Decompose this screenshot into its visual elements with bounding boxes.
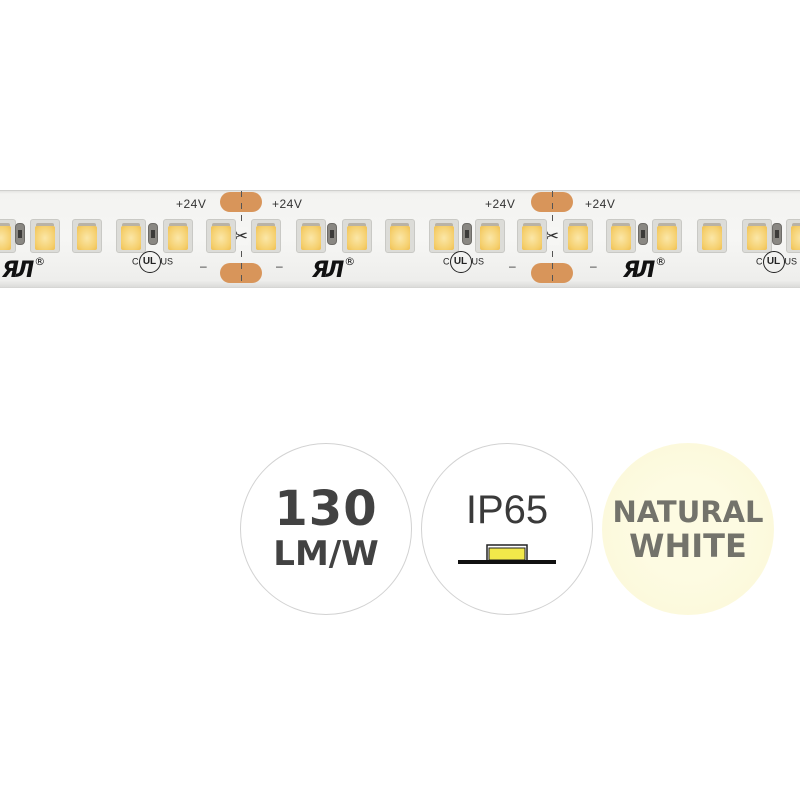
led-chip — [30, 219, 60, 253]
ip-rating-badge: IP65 — [421, 443, 593, 615]
voltage-label: +24V — [485, 197, 516, 211]
led-chip — [606, 219, 636, 253]
scissors-icon: ✂ — [233, 226, 249, 246]
led-chip — [786, 219, 800, 253]
led-chip — [652, 219, 682, 253]
led-chip — [697, 219, 727, 253]
led-chip — [429, 219, 459, 253]
efficacy-unit: LM/W — [273, 534, 379, 574]
led-strip-image: +24V +24V +24V +24V ✂ ✂ – – – – ЯЛ® ЯЛ® … — [0, 190, 800, 288]
color-temperature-badge: NATURAL WHITE — [602, 443, 774, 615]
led-chip — [517, 219, 547, 253]
led-chip — [296, 219, 326, 253]
resistor — [772, 223, 782, 245]
led-chip — [0, 219, 16, 253]
minus-label: – — [590, 259, 597, 273]
led-chip — [342, 219, 372, 253]
led-chip — [116, 219, 146, 253]
ru-recognized-mark: ЯЛ® — [2, 255, 46, 283]
ru-recognized-mark: ЯЛ® — [623, 255, 667, 283]
color-temp-line1: NATURAL — [612, 495, 764, 529]
minus-label: – — [276, 259, 283, 273]
efficacy-value: 130 — [274, 481, 378, 537]
voltage-label: +24V — [272, 197, 303, 211]
minus-label: – — [509, 259, 516, 273]
minus-label: – — [200, 259, 207, 273]
color-temp-line2: WHITE — [629, 527, 747, 565]
led-strip-profile-icon — [458, 544, 556, 564]
voltage-label: +24V — [585, 197, 616, 211]
resistor — [15, 223, 25, 245]
led-chip — [563, 219, 593, 253]
efficacy-badge: 130 LM/W — [240, 443, 412, 615]
resistor — [327, 223, 337, 245]
resistor — [462, 223, 472, 245]
led-chip — [206, 219, 236, 253]
voltage-label: +24V — [176, 197, 207, 211]
led-chip — [72, 219, 102, 253]
resistor — [148, 223, 158, 245]
led-chip — [385, 219, 415, 253]
led-chip — [475, 219, 505, 253]
ru-recognized-mark: ЯЛ® — [312, 255, 356, 283]
led-chip — [742, 219, 772, 253]
led-chip — [163, 219, 193, 253]
scissors-icon: ✂ — [544, 226, 560, 246]
led-chip — [251, 219, 281, 253]
resistor — [638, 223, 648, 245]
ip-rating-label: IP65 — [465, 488, 549, 532]
